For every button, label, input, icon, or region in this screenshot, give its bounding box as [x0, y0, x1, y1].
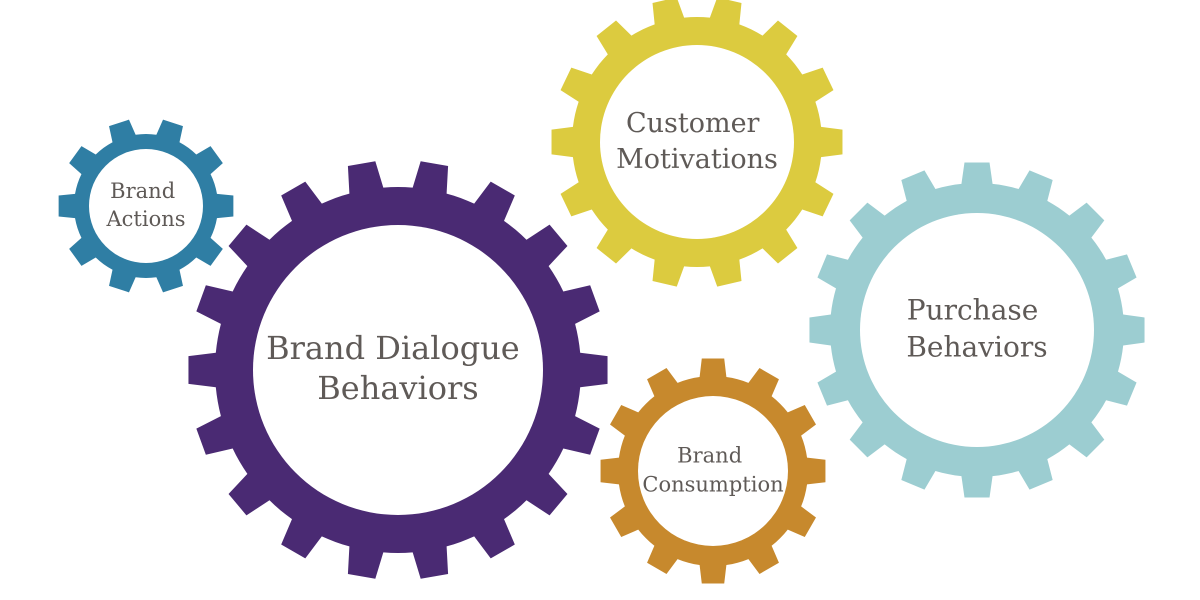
gear-purchase-behaviors-label-line-2: Behaviors [906, 330, 1047, 363]
gear-customer-motivations-label-line-2: Motivations [616, 144, 778, 175]
gear-brand-actions-label-line-2: Actions [105, 207, 185, 231]
gear-brand-consumption-label-line-1: Brand [677, 443, 742, 467]
gear-brand-dialogue-behaviors-label-line-1: Brand Dialogue [266, 329, 520, 367]
gear-brand-dialogue-behaviors-label-line-2: Behaviors [317, 369, 478, 407]
gear-customer-motivations: Customer Motivations [551, 0, 843, 287]
gear-brand-actions-center [89, 149, 203, 263]
gear-brand-consumption-center [638, 396, 788, 546]
gear-customer-motivations-label-line-1: Customer [626, 108, 760, 139]
gear-purchase-behaviors-center [860, 213, 1094, 447]
gear-purchase-behaviors: Purchase Behaviors [809, 162, 1145, 498]
gear-purchase-behaviors-label: Purchase Behaviors [906, 293, 1047, 363]
gear-brand-consumption-label-line-2: Consumption [642, 472, 783, 496]
gear-purchase-behaviors-label-line-1: Purchase [907, 293, 1039, 326]
gear-customer-motivations-label: Customer Motivations [616, 108, 778, 175]
gear-brand-dialogue-behaviors-center [253, 225, 543, 515]
gear-customer-motivations-center [600, 45, 794, 239]
gear-brand-dialogue-behaviors-label: Brand Dialogue Behaviors [266, 329, 530, 407]
gear-brand-consumption-label: Brand Consumption [642, 443, 783, 496]
gear-brand-consumption: Brand Consumption [600, 358, 826, 584]
gear-brand-dialogue-behaviors: Brand Dialogue Behaviors [188, 161, 608, 579]
gear-brand-actions: Brand Actions [58, 119, 234, 293]
gear-brand-actions-label: Brand Actions [105, 179, 185, 231]
gear-brand-actions-label-line-1: Brand [110, 179, 175, 203]
